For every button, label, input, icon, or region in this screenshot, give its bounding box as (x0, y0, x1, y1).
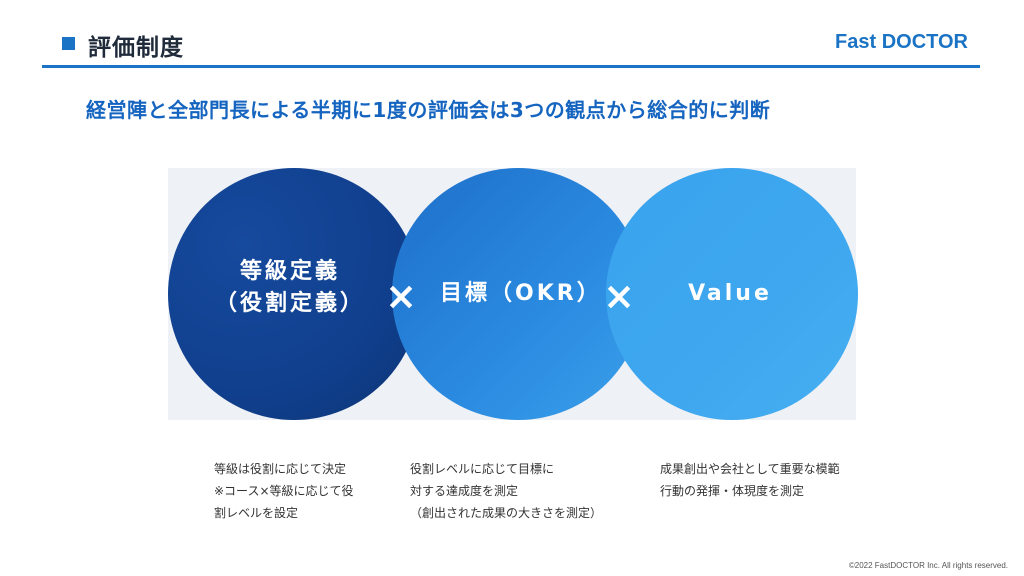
circle-okr (392, 168, 644, 420)
description-line: 等級は役割に応じて決定 (214, 462, 347, 476)
circle-label-line: 等級定義 (239, 259, 340, 284)
description-line: 役割レベルに応じて目標に (410, 462, 555, 476)
multiply-icon: × (385, 274, 417, 318)
brand-logo: Fast DOCTOR (835, 31, 968, 53)
circle-grade-definition-label: 等級定義 （役割定義） (210, 256, 370, 320)
circle-grade-definition (168, 168, 420, 420)
circle-value-label: Value (688, 281, 772, 306)
multiply-icon: × (603, 274, 635, 318)
description-line: （創出された成果の大きさを測定） (410, 506, 603, 520)
description-line: 対する達成度を測定 (410, 484, 519, 498)
description-value: 成果創出や会社として重要な模範 行動の発揮・体現度を測定 (660, 458, 880, 502)
header-divider (42, 65, 980, 68)
description-line: ※コース×等級に応じて役 (214, 484, 354, 498)
page-subtitle: 経営陣と全部門長による半期に1度の評価会は3つの観点から総合的に判断 (86, 98, 771, 122)
header-accent-square (62, 37, 75, 50)
circle-label-line: （役割定義） (214, 290, 365, 316)
circle-okr-label: 目標（OKR） (440, 281, 602, 306)
description-grade-definition: 等級は役割に応じて決定 ※コース×等級に応じて役 割レベルを設定 (214, 458, 384, 524)
description-line: 行動の発揮・体現度を測定 (660, 484, 805, 498)
description-line: 成果創出や会社として重要な模範 (660, 462, 840, 476)
description-okr: 役割レベルに応じて目標に 対する達成度を測定 （創出された成果の大きさを測定） (410, 458, 630, 524)
circle-value (606, 168, 858, 420)
copyright-footer: ©2022 FastDOCTOR Inc. All rights reserve… (848, 561, 1008, 570)
page-title: 評価制度 (88, 35, 184, 61)
description-line: 割レベルを設定 (214, 506, 299, 520)
